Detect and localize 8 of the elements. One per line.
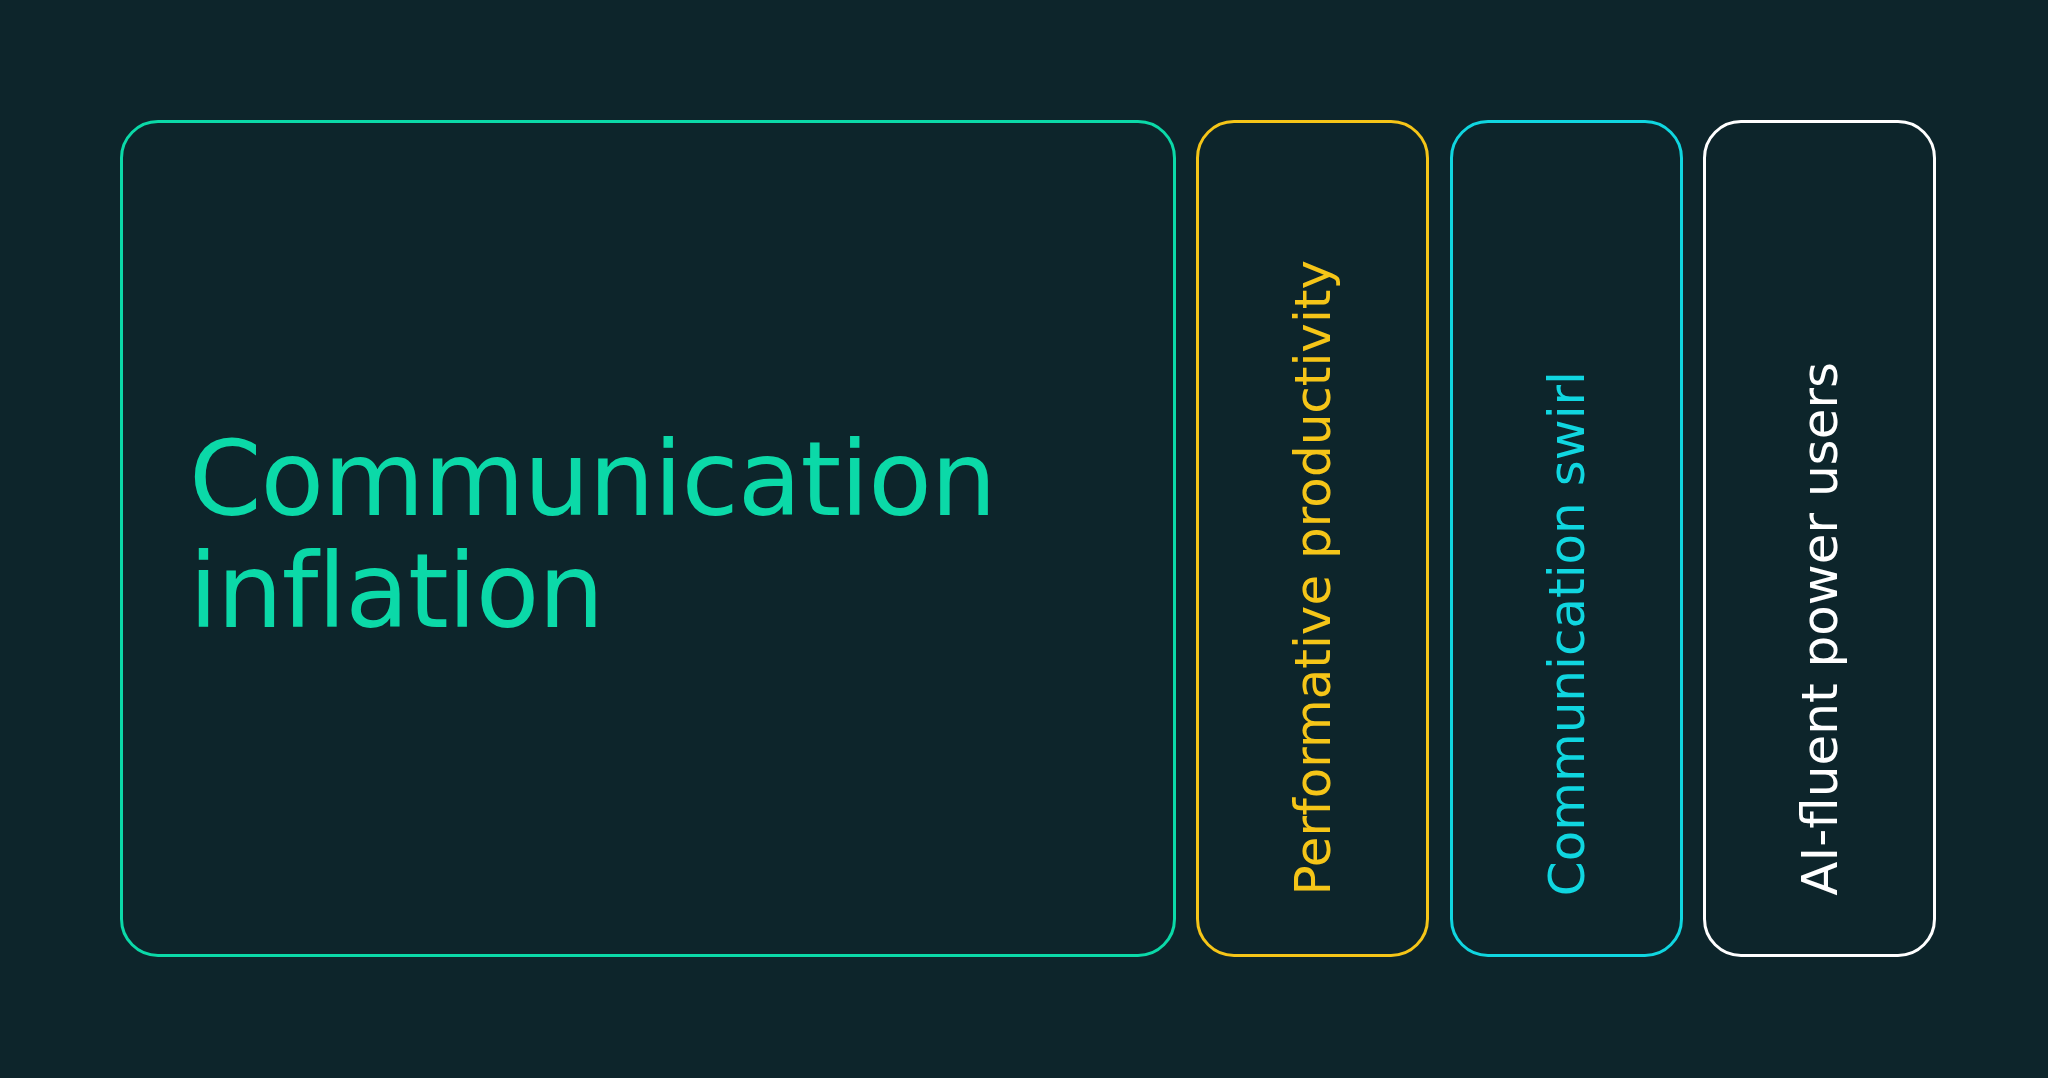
card-label: Performative productivity [1282,260,1343,896]
card-label: Communication swirl [1536,370,1597,896]
heading: Communication inflation [189,423,997,647]
outlined-card [1450,120,1683,957]
card-label: AI-fluent power users [1789,362,1850,896]
outlined-card [1196,120,1429,957]
outlined-card [120,120,1176,957]
outlined-card [1703,120,1936,957]
